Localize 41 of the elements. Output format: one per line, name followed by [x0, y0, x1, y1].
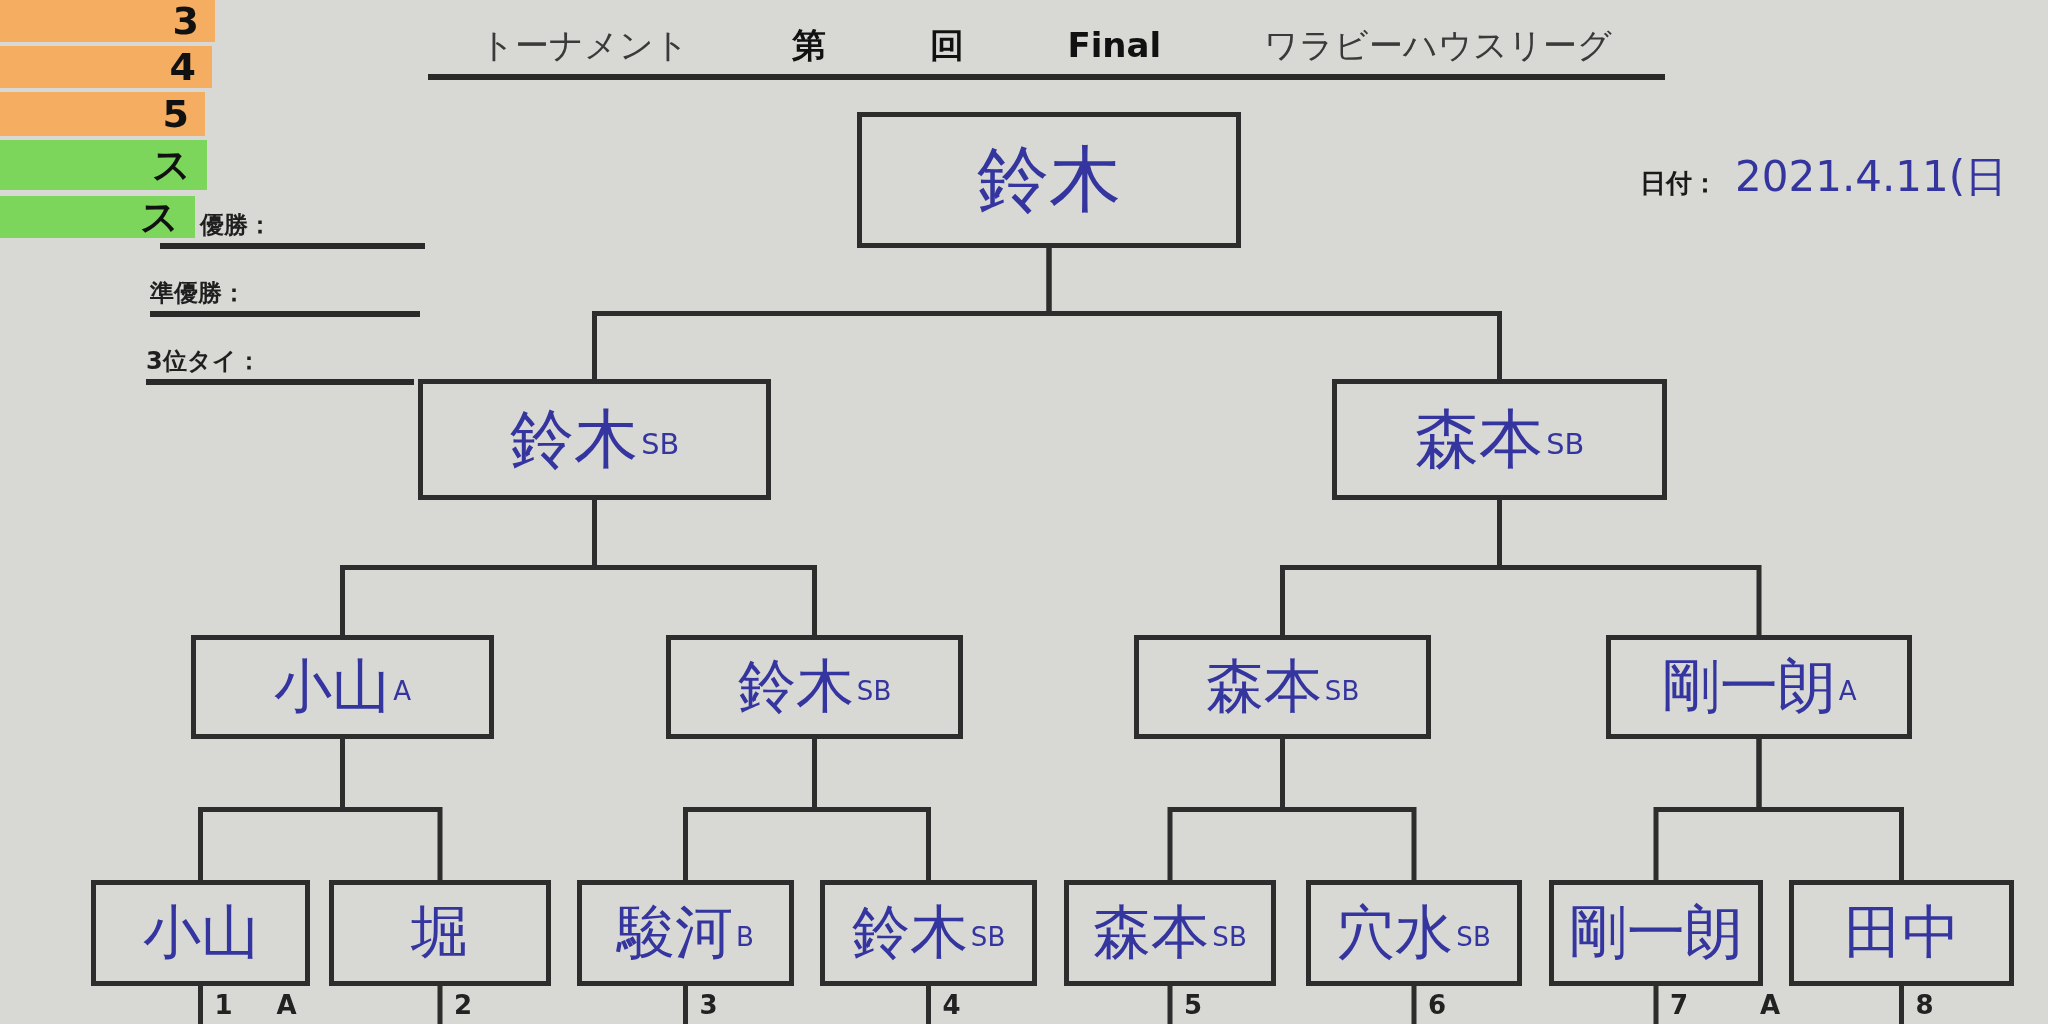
seed-number: 6	[1428, 990, 1447, 1020]
date-value: 2021.4.11(日	[1735, 151, 2008, 203]
bracket-stub-line	[683, 986, 688, 1024]
bracket-box: 小山	[91, 880, 310, 986]
date-label: 日付：	[1640, 167, 1718, 200]
bracket-box: 鈴木	[857, 112, 1241, 248]
tournament-title: トーナメント 第 回 Final ワラビーハウスリーグ	[480, 24, 1612, 67]
bracket-stub-line	[1653, 986, 1659, 1024]
bracket-line	[1756, 739, 1904, 880]
seed-number: 1	[214, 990, 233, 1020]
team-letter: A	[1760, 990, 1781, 1020]
bracket-box: 剛一朗	[1549, 880, 1763, 986]
bracket-stub-line	[198, 986, 203, 1024]
bracket-stub-line	[1411, 986, 1417, 1024]
bracket-line	[1280, 739, 1417, 880]
bracket-stub-line	[1899, 986, 1904, 1024]
field-label: 3位タイ：	[146, 346, 261, 376]
sticky-note: 3	[0, 0, 215, 42]
seed-number: 3	[699, 990, 718, 1020]
bracket-stub-line	[437, 986, 443, 1024]
bracket-box: 田中	[1789, 880, 2014, 986]
seed-number: 7	[1670, 990, 1689, 1020]
bracket-line	[1497, 500, 1762, 635]
sticky-note: 5	[0, 92, 205, 136]
team-letter: A	[276, 990, 297, 1020]
field-label: 優勝：	[200, 210, 272, 240]
sticky-note: ス	[0, 140, 207, 190]
seed-number: 5	[1184, 990, 1203, 1020]
bracket-stub-line	[926, 986, 931, 1024]
bracket-line	[592, 500, 817, 635]
bracket-box: 堀	[329, 880, 551, 986]
bracket-line	[1046, 248, 1502, 379]
seed-number: 4	[942, 990, 961, 1020]
bracket-line	[340, 739, 443, 880]
seed-number: 8	[1915, 990, 1934, 1020]
bracket-line	[812, 739, 931, 880]
field-label: 準優勝：	[150, 278, 246, 308]
sticky-note: 4	[0, 46, 212, 88]
bracket-stub-line	[1167, 986, 1173, 1024]
sticky-note: ス	[0, 196, 195, 238]
seed-number: 2	[454, 990, 473, 1020]
